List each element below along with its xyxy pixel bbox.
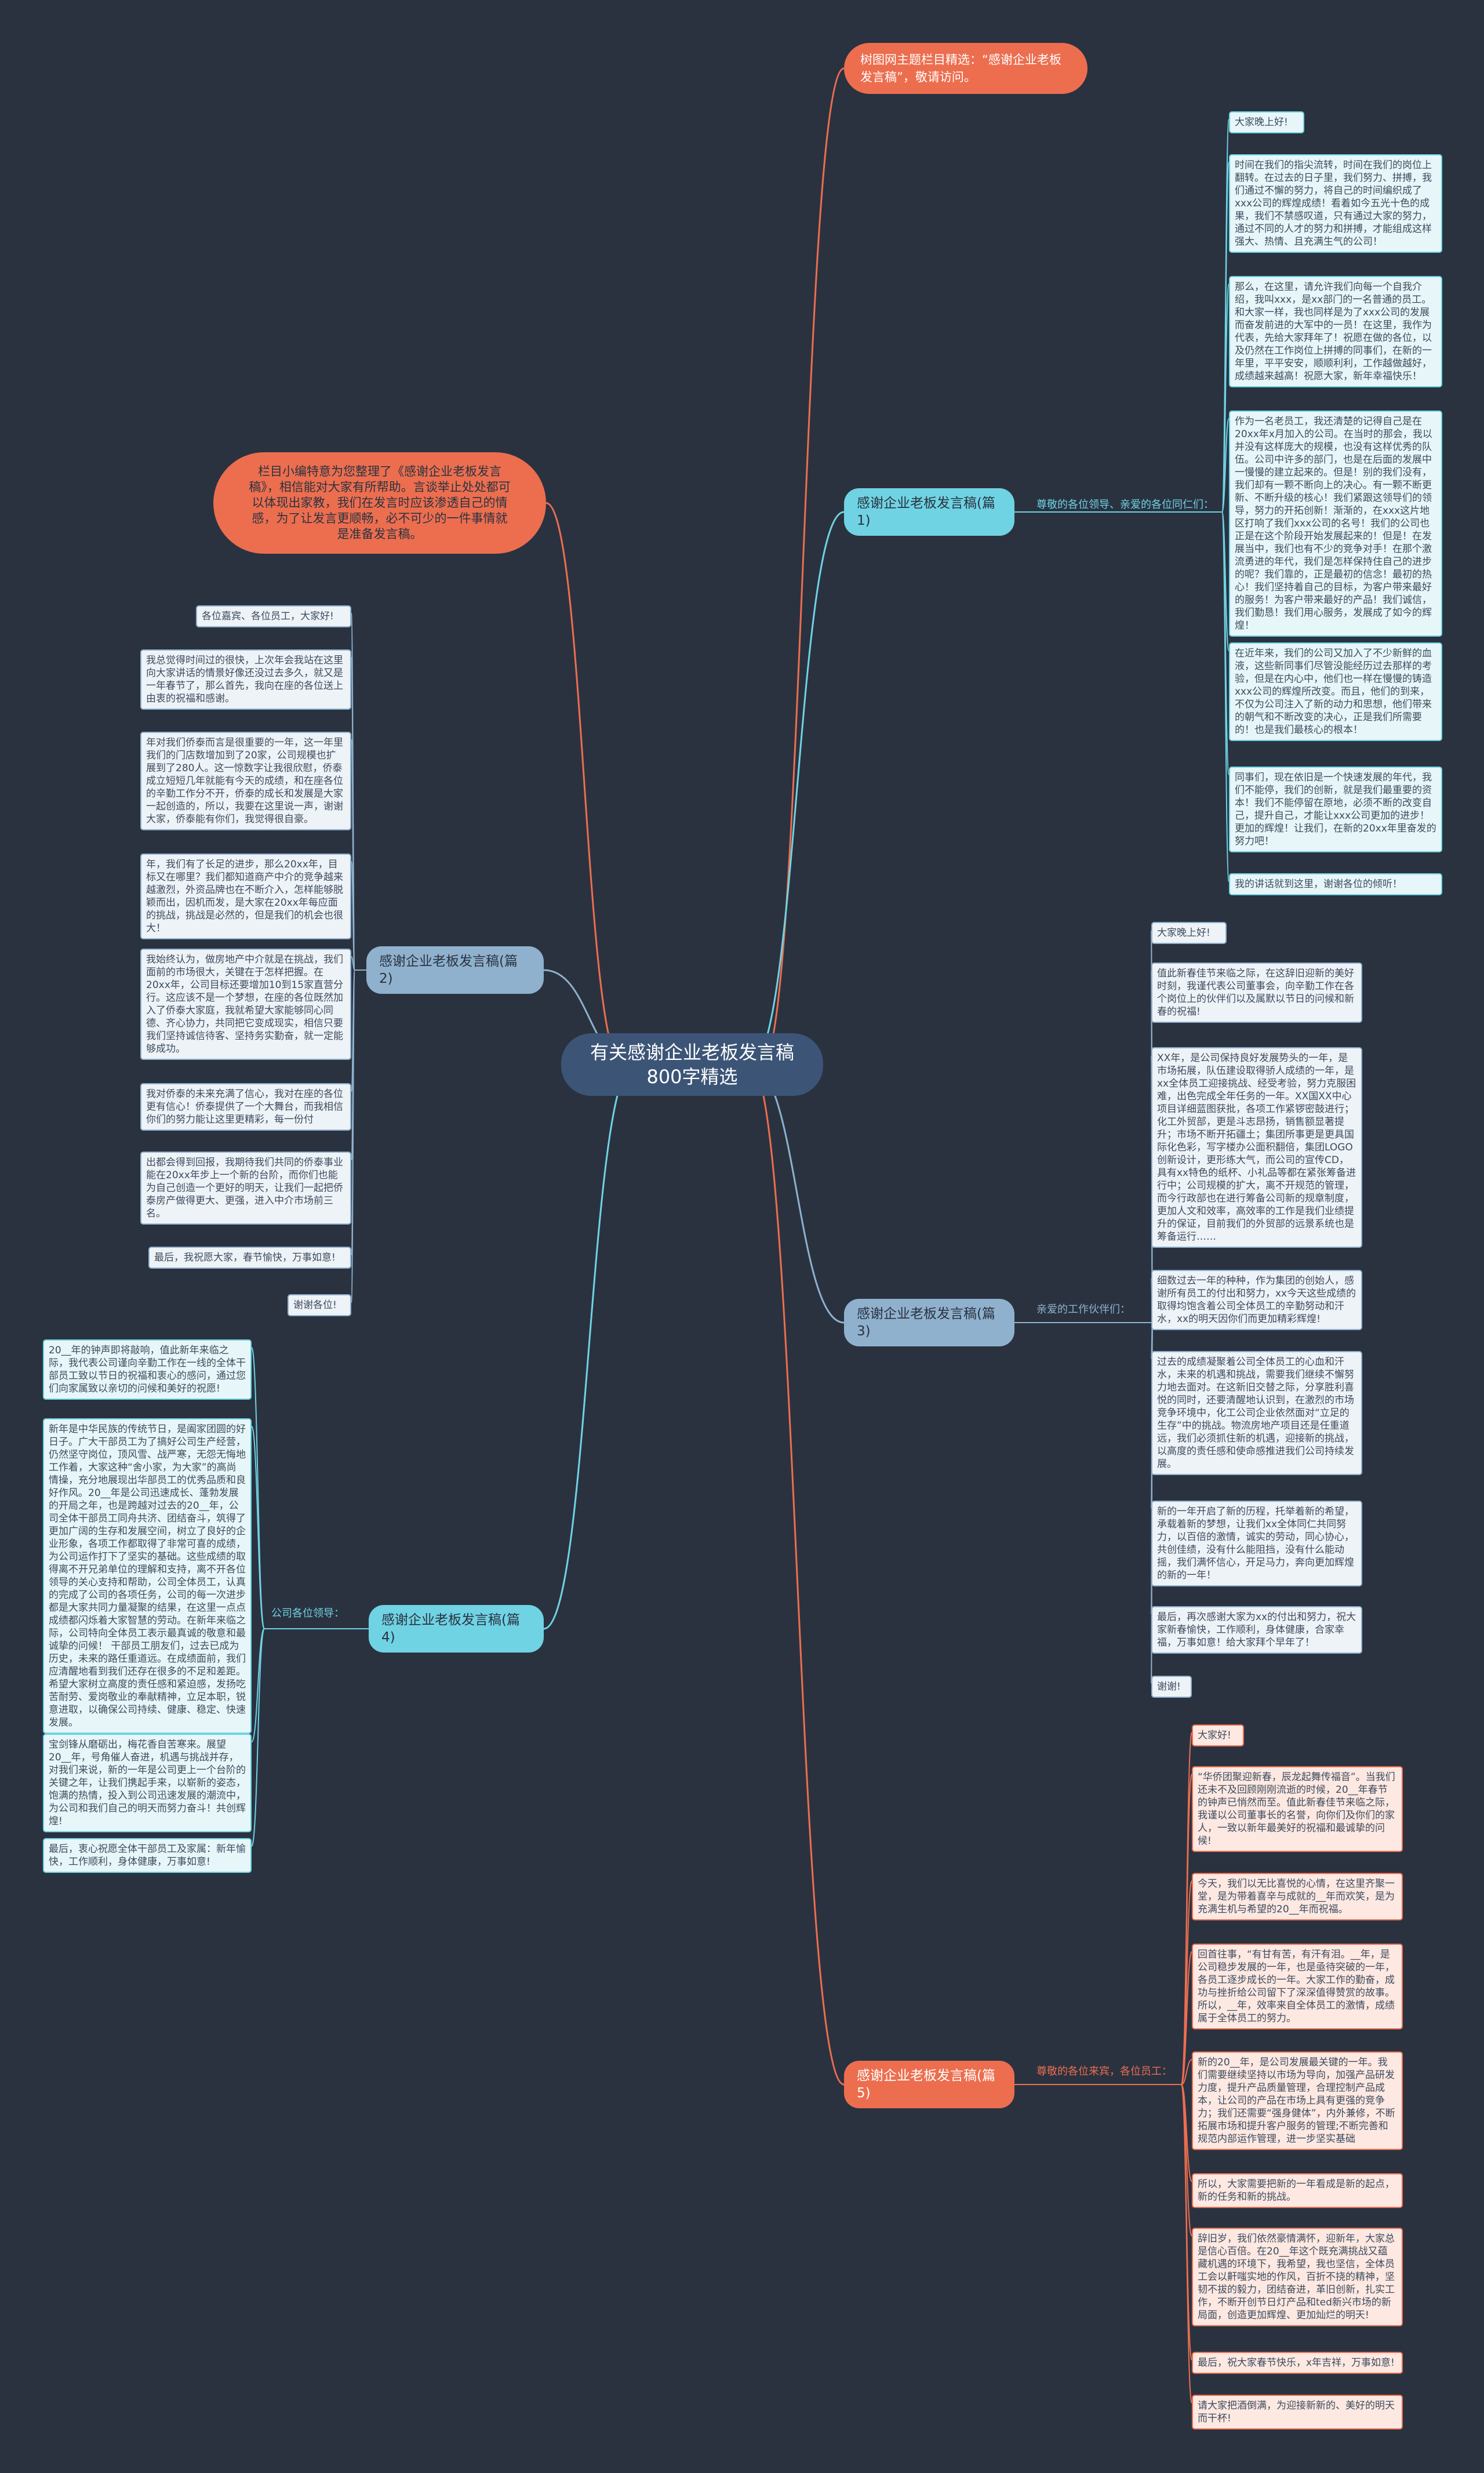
edge-root-branch-4 bbox=[543, 1063, 635, 1630]
branch-5-leaf-2: “华侨团聚迎新春，辰龙起舞传福音”。当我们还未不及回顾刚刚流逝的时候，20__年… bbox=[1192, 1766, 1403, 1852]
branch-1-leaf-6: 同事们，现在依旧是一个快速发展的年代，我们不能停，我们的创新，就是我们最重要的资… bbox=[1229, 767, 1442, 852]
branch-5-leaf-5: 新的20__年，是公司发展最关键的一年。我们需要继续坚持以市场为导向，加强产品研… bbox=[1192, 2051, 1403, 2150]
branch-1[interactable]: 感谢企业老板发言稿(篇1) bbox=[844, 488, 1014, 536]
branch-5-leaf-8: 最后，祝大家春节快乐，x年吉祥，万事如意! bbox=[1192, 2352, 1403, 2374]
edge-branch-2-leaf-9 bbox=[351, 969, 355, 1303]
branch-3-label: 亲爱的工作伙伴们： bbox=[1036, 1303, 1130, 1316]
edge-branch-4-leaf-3 bbox=[251, 1628, 265, 1742]
branch-5-label: 尊敬的各位来宾，各位员工： bbox=[1036, 2065, 1172, 2078]
branch-2-leaf-5: 我始终认为，做房地产中介就是在挑战，我们面前的市场很大，关键在于怎样把握。在20… bbox=[140, 949, 351, 1060]
branch-2-leaf-3: 年对我们侨泰而言是很重要的一年，这一年里我们的门店数增加到了20家，公司规模也扩… bbox=[140, 732, 351, 830]
edge-branch-2-leaf-4 bbox=[351, 861, 355, 971]
branch-3-leaf-1: 大家晚上好! bbox=[1151, 922, 1227, 944]
branch-2-leaf-6: 我对侨泰的未来充满了信心，我对在座的各位更有信心！侨泰提供了一个大舞台，而我相信… bbox=[140, 1083, 351, 1131]
intro-bubble[interactable]: 树图网主题栏目精选：“感谢企业老板发言稿”，敬请访问。 bbox=[844, 43, 1087, 94]
branch-4-leaf-2: 新年是中华民族的传统节日，是阖家团圆的好日子。广大干部员工为了搞好公司生产经营，… bbox=[43, 1418, 252, 1734]
edge-branch-5-leaf-2 bbox=[1181, 1774, 1192, 2085]
edge-branch-4-leaf-4 bbox=[251, 1628, 265, 1847]
edge-branch-5-leaf-9 bbox=[1181, 2084, 1192, 2403]
branch-2-leaf-9: 谢谢各位! bbox=[288, 1294, 351, 1316]
branch-4-label: 公司各位领导： bbox=[271, 1607, 344, 1619]
edge-branch-1-leaf-7 bbox=[1221, 511, 1230, 882]
branch-2[interactable]: 感谢企业老板发言稿(篇2) bbox=[366, 946, 544, 994]
branch-3-leaf-3: XX年，是公司保持良好发展势头的一年，是市场拓展，队伍建设取得骄人成绩的一年，是… bbox=[1151, 1047, 1362, 1248]
edge-editor bbox=[545, 502, 623, 1066]
edge-root-branch-5 bbox=[750, 1063, 845, 2086]
branch-1-label: 尊敬的各位领导、亲爱的各位同仁们： bbox=[1036, 499, 1214, 511]
branch-3-leaf-4: 细数过去一年的种种，作为集团的创始人，感谢所有员工的付出和努力，xx今天这些成绩… bbox=[1151, 1270, 1362, 1330]
branch-5[interactable]: 感谢企业老板发言稿(篇5) bbox=[844, 2061, 1014, 2108]
edge-intro bbox=[761, 67, 845, 1066]
edge-branch-5-leaf-5 bbox=[1181, 2059, 1192, 2085]
branch-4-leaf-1: 20__年的钟声即将敲响，值此新年来临之际，我代表公司谨向辛勤工作在一线的全体干… bbox=[43, 1339, 252, 1400]
branch-4-leaf-4: 最后，衷心祝愿全体干部员工及家属：新年愉快，工作顺利，身体健康，万事如意! bbox=[43, 1838, 252, 1873]
branch-2-leaf-8: 最后，我祝愿大家，春节愉快，万事如意! bbox=[148, 1247, 351, 1269]
edge-branch-5-leaf-7 bbox=[1181, 2084, 1192, 2236]
edge-branch-1-leaf-3 bbox=[1221, 284, 1230, 513]
edge-branch-4-leaf-1 bbox=[251, 1347, 265, 1629]
branch-2-leaf-7: 出都会得到回报，我期待我们共同的侨泰事业能在20xx年步上一个新的台阶，而你们也… bbox=[140, 1152, 351, 1225]
branch-1-leaf-2: 时间在我们的指尖流转，时间在我们的岗位上翻转。在过去的日子里，我们努力、拼搏，我… bbox=[1229, 154, 1442, 253]
branch-3[interactable]: 感谢企业老板发言稿(篇3) bbox=[844, 1299, 1014, 1346]
branch-2-leaf-4: 年，我们有了长足的进步，那么20xx年，目标又在哪里？我们都知道商产中介的竞争越… bbox=[140, 854, 351, 939]
branch-3-leaf-7: 最后，再次感谢大家为xx的付出和努力，祝大家新春愉快，工作顺利，身体健康，合家幸… bbox=[1151, 1606, 1362, 1654]
branch-4[interactable]: 感谢企业老板发言稿(篇4) bbox=[369, 1605, 544, 1653]
editor-bubble[interactable]: 栏目小编特意为您整理了《感谢企业老板发言稿》，相信能对大家有所帮助。言谈举止处处… bbox=[213, 452, 546, 554]
branch-2-leaf-1: 各位嘉宾、各位员工，大家好! bbox=[196, 605, 351, 627]
edge-branch-1-leaf-4 bbox=[1221, 418, 1230, 513]
edge-branch-5-leaf-4 bbox=[1181, 1951, 1192, 2085]
root-node[interactable]: 有关感谢企业老板发言稿800字精选 bbox=[561, 1033, 823, 1096]
edge-branch-4-leaf-2 bbox=[251, 1426, 265, 1629]
branch-1-leaf-1: 大家晚上好! bbox=[1229, 111, 1304, 133]
branch-1-leaf-3: 那么，在这里，请允许我们向每一个自我介绍，我叫xxx，是xx部门的一名普通的员工… bbox=[1229, 276, 1442, 387]
branch-3-leaf-8: 谢谢! bbox=[1151, 1676, 1192, 1698]
branch-1-leaf-7: 我的讲话就到这里，谢谢各位的倾听！ bbox=[1229, 873, 1442, 895]
branch-1-leaf-5: 在近年来，我们的公司又加入了不少新鲜的血液，这些新同事们尽管没能经历过去那样的考… bbox=[1229, 642, 1442, 741]
branch-5-leaf-4: 回首往事，“有甘有苦，有汗有泪。__年，是公司稳步发展的一年，也是亟待突破的一年… bbox=[1192, 1944, 1403, 2029]
branch-3-leaf-5: 过去的成绩凝聚着公司全体员工的心血和汗水，未来的机遇和挑战，需要我们继续不懈努力… bbox=[1151, 1351, 1362, 1475]
edge-branch-2-leaf-5 bbox=[351, 956, 355, 971]
edge-root-branch-1 bbox=[750, 511, 845, 1066]
branch-1-leaf-4: 作为一名老员工，我还清楚的记得自己是在20xx年x月加入的公司。在当时的那会，我… bbox=[1229, 411, 1442, 637]
branch-3-leaf-6: 新的一年开启了新的历程，托举着新的希望，承载着新的梦想，让我们xx全体同仁共同努… bbox=[1151, 1501, 1362, 1586]
branch-3-leaf-2: 值此新春佳节来临之际，在这辞旧迎新的美好时刻，我谨代表公司董事会，向辛勤工作在各… bbox=[1151, 963, 1362, 1023]
branch-5-leaf-6: 所以，大家需要把新的一年看成是新的起点，新的任务和新的挑战。 bbox=[1192, 2173, 1403, 2208]
branch-2-leaf-2: 我总觉得时间过的很快，上次年会我站在这里向大家讲话的情景好像还没过去多久，就又是… bbox=[140, 649, 351, 710]
branch-4-leaf-3: 宝剑锋从磨砺出，梅花香自苦寒来。展望20__年，号角催人奋进，机遇与挑战并存，对… bbox=[43, 1734, 252, 1832]
branch-5-leaf-9: 请大家把酒倒满，为迎接新新的、美好的明天而干杯! bbox=[1192, 2395, 1403, 2430]
branch-5-leaf-1: 大家好! bbox=[1192, 1724, 1244, 1746]
branch-5-leaf-3: 今天，我们以无比喜悦的心情，在这里齐聚一堂，是为带着喜辛与成就的__年而欢笑，是… bbox=[1192, 1873, 1403, 1920]
branch-5-leaf-7: 辞旧岁，我们依然豪情满怀，迎新年，大家总是信心百倍。在20__年这个既充满挑战又… bbox=[1192, 2228, 1403, 2326]
